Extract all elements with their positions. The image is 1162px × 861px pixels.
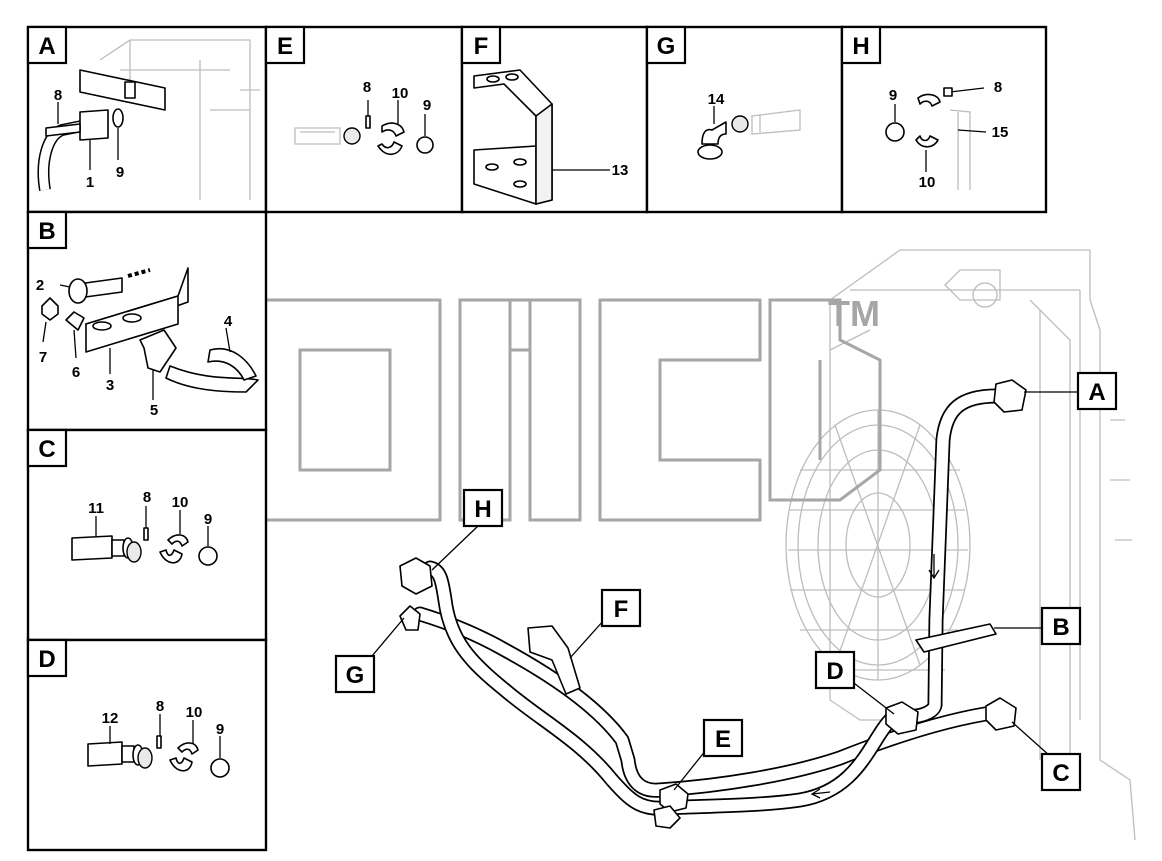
main-tag-d: [814, 650, 856, 690]
panel-d-label: D: [38, 646, 55, 673]
panel-c-label: C: [38, 436, 55, 463]
panel-d: D 12 8 10 9: [26, 638, 230, 778]
panel-a-callout-8: 8: [54, 87, 62, 104]
panel-f-callout-13: 13: [612, 162, 629, 179]
panel-f-label: F: [474, 33, 489, 60]
panel-b: B 2 4 7 6 3 5: [26, 210, 259, 419]
panel-c-callout-11: 11: [88, 500, 104, 517]
panel-b-callout-4: 4: [224, 313, 233, 330]
main-tag-e: [702, 718, 744, 758]
main-tag-b-label: B: [1052, 614, 1069, 641]
panel-e-frame: [264, 25, 464, 214]
main-tag-c-label: C: [1052, 760, 1069, 787]
main-tag-c: [1040, 752, 1082, 792]
panel-b-callout-7: 7: [39, 349, 47, 366]
panel-frames: [26, 25, 1048, 852]
hose-assembly: [399, 379, 1027, 829]
panel-g-label: G: [657, 33, 676, 60]
panel-a: A 8 1 9: [26, 25, 260, 200]
main-tag-g-label: G: [346, 662, 365, 689]
main-tag-h: [462, 488, 504, 528]
panel-h-label: H: [852, 33, 869, 60]
panel-h-callout-9: 9: [889, 87, 897, 104]
panel-g: G 14: [645, 25, 801, 160]
main-tag-h-label: H: [474, 496, 491, 523]
main-tag-g: [334, 654, 376, 694]
panel-e-callout-8: 8: [363, 79, 371, 96]
main-tag-f-label: F: [614, 596, 629, 623]
panel-h: H 9 8 15 10: [840, 25, 1009, 191]
panel-f: F 13: [460, 25, 629, 205]
watermark-trademark: TM: [828, 293, 880, 334]
watermark-logo: TM: [248, 293, 882, 522]
panel-e-callout-10: 10: [392, 85, 409, 102]
panel-g-callout-14: 14: [708, 91, 725, 108]
panel-b-callout-2: 2: [36, 277, 44, 294]
panel-d-callout-8: 8: [156, 698, 164, 715]
panel-a-label: A: [38, 33, 55, 60]
panel-a-callout-1: 1: [86, 174, 94, 191]
panel-c-callout-8: 8: [143, 489, 151, 506]
panel-e: E 8 10 9: [264, 25, 434, 156]
panel-a-callout-9: 9: [116, 164, 124, 181]
panel-h-callout-15: 15: [992, 124, 1009, 141]
main-tag-e-label: E: [715, 726, 731, 753]
panel-c: C 11 8 10 9: [26, 428, 218, 566]
panel-b-callout-5: 5: [150, 402, 158, 419]
main-tag-d-label: D: [826, 658, 843, 685]
panel-d-callout-12: 12: [102, 710, 119, 727]
panel-h-callout-10: 10: [919, 174, 936, 191]
panel-d-frame: [26, 638, 268, 852]
main-tag-b: [1040, 606, 1082, 646]
panel-b-label: B: [38, 218, 55, 245]
main-tag-a: [1076, 371, 1118, 411]
panel-b-callout-3: 3: [106, 377, 114, 394]
panel-c-callout-9: 9: [204, 511, 212, 528]
main-tag-a-label: A: [1088, 379, 1105, 406]
panel-e-label: E: [277, 33, 293, 60]
panel-c-callout-10: 10: [172, 494, 189, 511]
main-view-tags: A B C D E F G H: [334, 371, 1118, 792]
panel-d-callout-10: 10: [186, 704, 203, 721]
panel-h-callout-8: 8: [994, 79, 1002, 96]
panel-b-callout-6: 6: [72, 364, 80, 381]
main-tag-f: [600, 588, 642, 628]
panel-a-frame: [26, 25, 268, 214]
panel-e-callout-9: 9: [423, 97, 431, 114]
panel-d-callout-9: 9: [216, 721, 224, 738]
